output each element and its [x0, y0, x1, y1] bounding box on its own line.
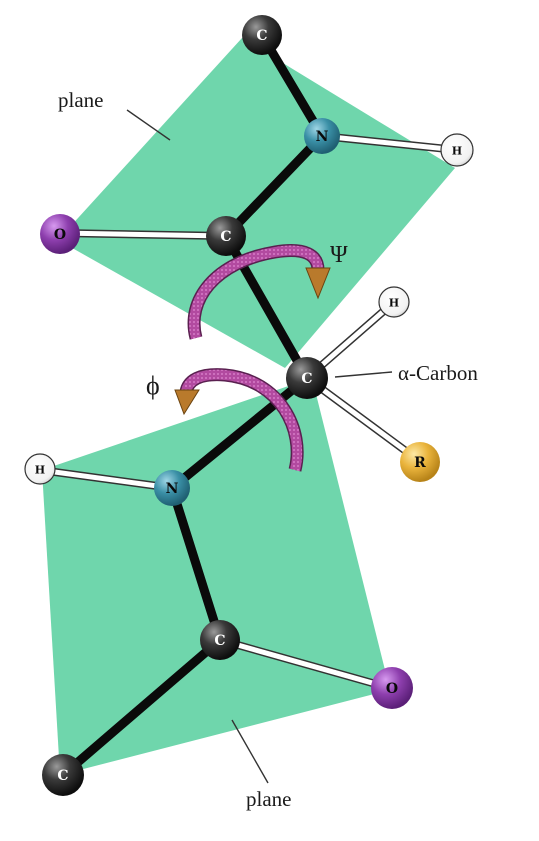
carbon-atom-bottom: C	[42, 754, 84, 796]
psi-label: Ψ	[330, 242, 348, 268]
svg-text:O: O	[386, 681, 398, 697]
hydrogen-atom-bottom: H	[24, 453, 56, 485]
bottom-amide-plane	[42, 378, 390, 775]
psi-rotation-arrow	[187, 244, 331, 340]
side-bonds-fill	[37, 133, 460, 691]
svg-text:H: H	[35, 464, 45, 477]
oxygen-atom-bottom: O	[371, 667, 413, 709]
nitrogen-atom-bottom: N	[154, 470, 190, 506]
hydrogen-atom-top: H	[440, 133, 474, 167]
svg-text:C: C	[220, 229, 231, 245]
plane-label-bottom: plane	[246, 787, 291, 811]
svg-text:C: C	[256, 28, 267, 44]
hydrogen-atom-alpha: H	[378, 286, 410, 318]
phi-label: ϕ	[146, 371, 160, 400]
plane-label-top: plane	[58, 88, 103, 112]
phi-rotation-arrow	[174, 368, 304, 472]
svg-text:N: N	[166, 481, 179, 497]
r-group-atom: R	[400, 442, 440, 482]
svg-text:O: O	[54, 227, 66, 243]
svg-text:C: C	[57, 768, 68, 784]
svg-text:N: N	[316, 129, 329, 145]
svg-text:C: C	[214, 633, 225, 649]
oxygen-atom-top: O	[40, 214, 80, 254]
svg-text:R: R	[414, 455, 426, 471]
svg-text:H: H	[452, 145, 462, 158]
alpha-carbon-atom: C	[286, 357, 328, 399]
nitrogen-atom-top: N	[304, 118, 340, 154]
carbonyl-carbon-top: C	[206, 216, 246, 256]
svg-text:C: C	[301, 371, 312, 387]
leader-lines	[126, 109, 393, 784]
carbon-atom-top: C	[242, 15, 282, 55]
carbonyl-carbon-bottom: C	[200, 620, 240, 660]
svg-text:H: H	[389, 297, 399, 310]
alpha-carbon-label: α-Carbon	[398, 361, 478, 385]
